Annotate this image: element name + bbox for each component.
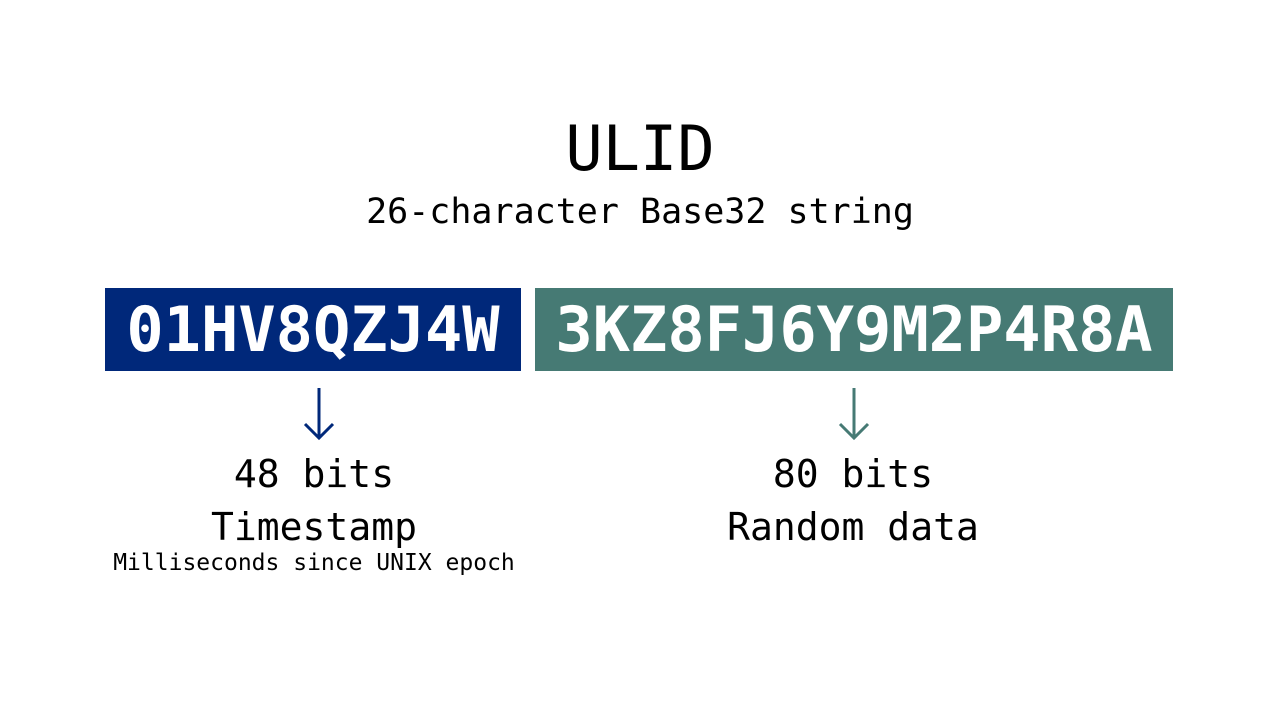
arrow-down-icon — [838, 388, 870, 441]
arrow-down-icon — [303, 388, 335, 441]
random-value: 3KZ8FJ6Y9M2P4R8A — [555, 293, 1153, 366]
timestamp-label: Timestamp — [211, 505, 417, 549]
random-label: Random data — [727, 505, 979, 549]
timestamp-value: 01HV8QZJ4W — [126, 293, 500, 366]
random-bits: 80 bits — [772, 452, 934, 496]
timestamp-note: Milliseconds since UNIX epoch — [113, 550, 515, 576]
diagram-subtitle: 26-character Base32 string — [366, 192, 914, 232]
random-segment: 3KZ8FJ6Y9M2P4R8A — [535, 288, 1173, 371]
timestamp-segment: 01HV8QZJ4W — [105, 288, 521, 371]
timestamp-bits: 48 bits — [233, 452, 395, 496]
diagram-title: ULID — [565, 112, 715, 185]
